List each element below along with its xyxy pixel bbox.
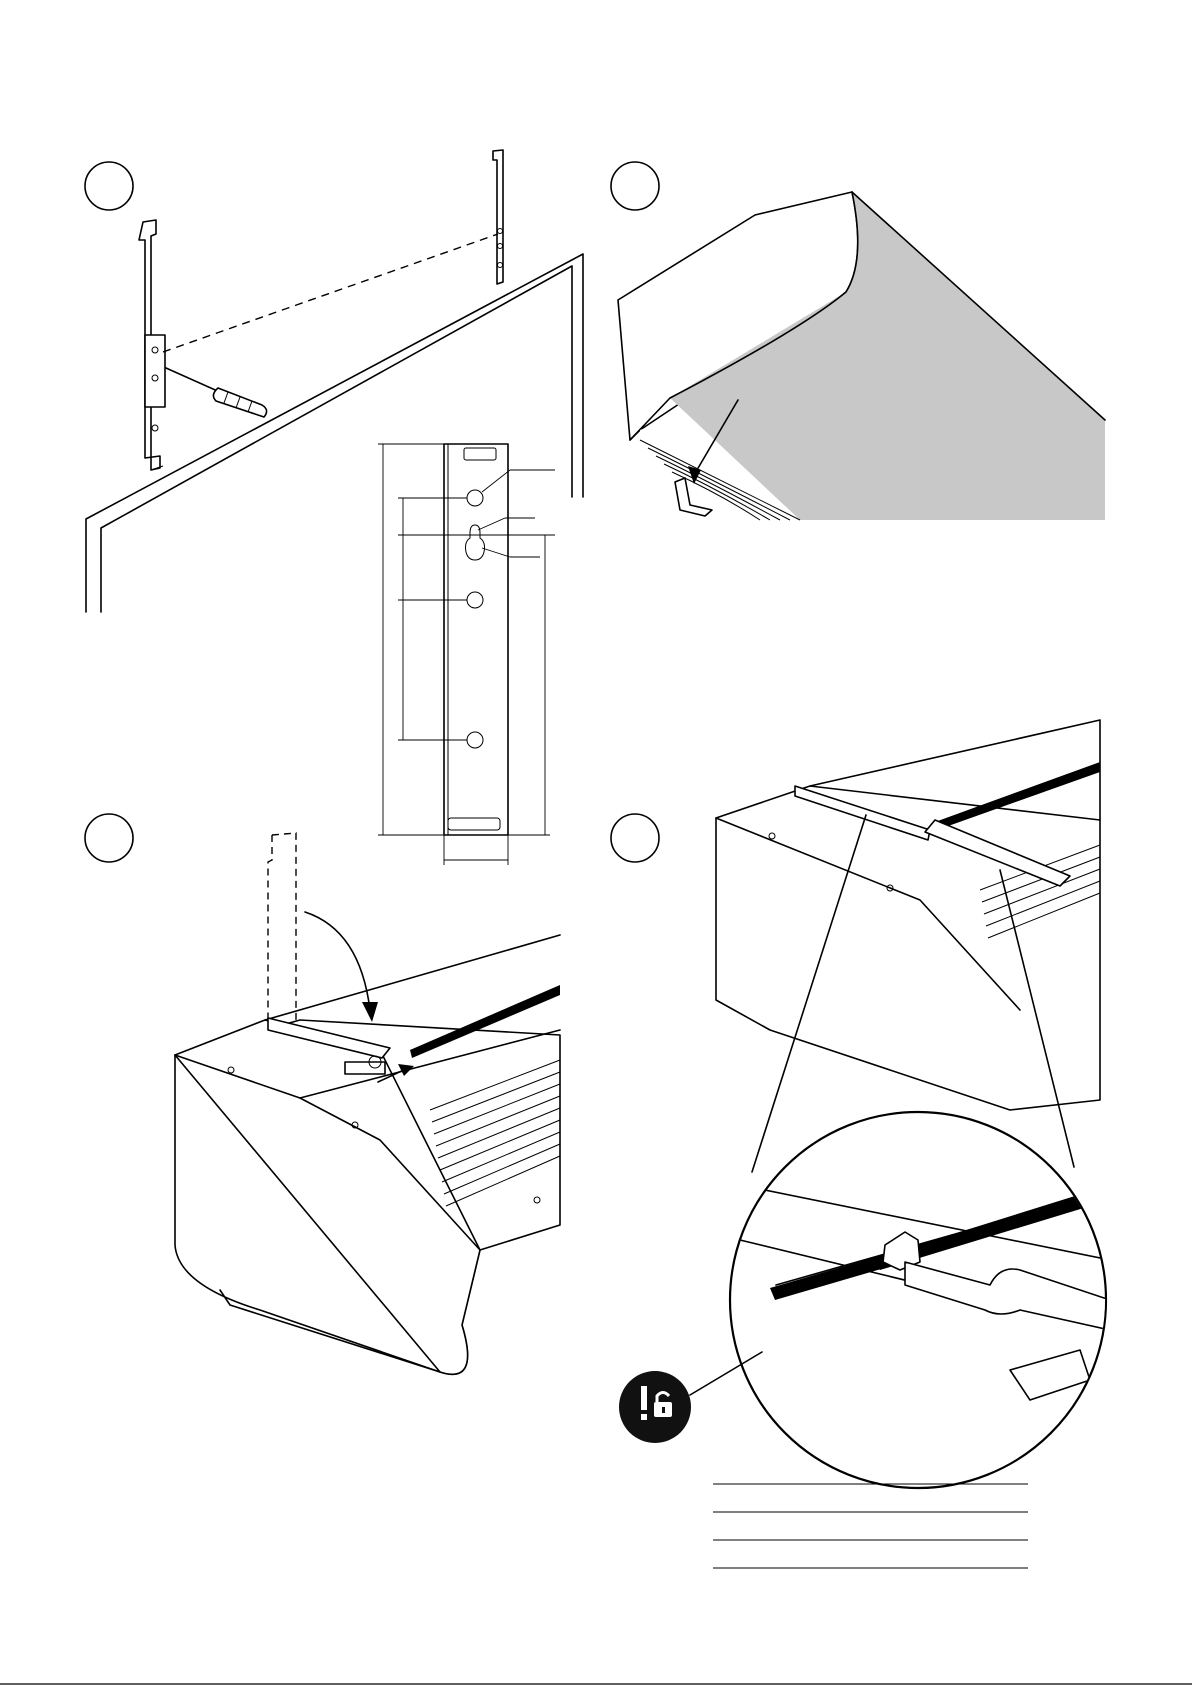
step-1-panel xyxy=(85,150,583,865)
screwdriver-icon xyxy=(166,368,267,417)
step-3-circle xyxy=(85,814,133,862)
note-lines xyxy=(713,1484,1028,1568)
step-2-panel xyxy=(611,162,1105,520)
heater-unit-step4 xyxy=(716,720,1100,1110)
step-4-panel xyxy=(611,720,1110,1568)
heater-underside-view xyxy=(618,192,1105,520)
step-2-circle xyxy=(611,162,659,210)
step-3-panel xyxy=(85,814,560,1374)
mounting-bracket-left xyxy=(139,220,165,470)
fold-arrow xyxy=(305,912,370,1010)
bracket-dimension-drawing xyxy=(378,444,555,865)
mounting-bracket-right xyxy=(493,150,503,284)
step-1-circle xyxy=(85,162,133,210)
heater-unit-step3 xyxy=(175,935,560,1374)
warning-badge xyxy=(619,1371,691,1443)
step-4-circle xyxy=(611,814,659,862)
